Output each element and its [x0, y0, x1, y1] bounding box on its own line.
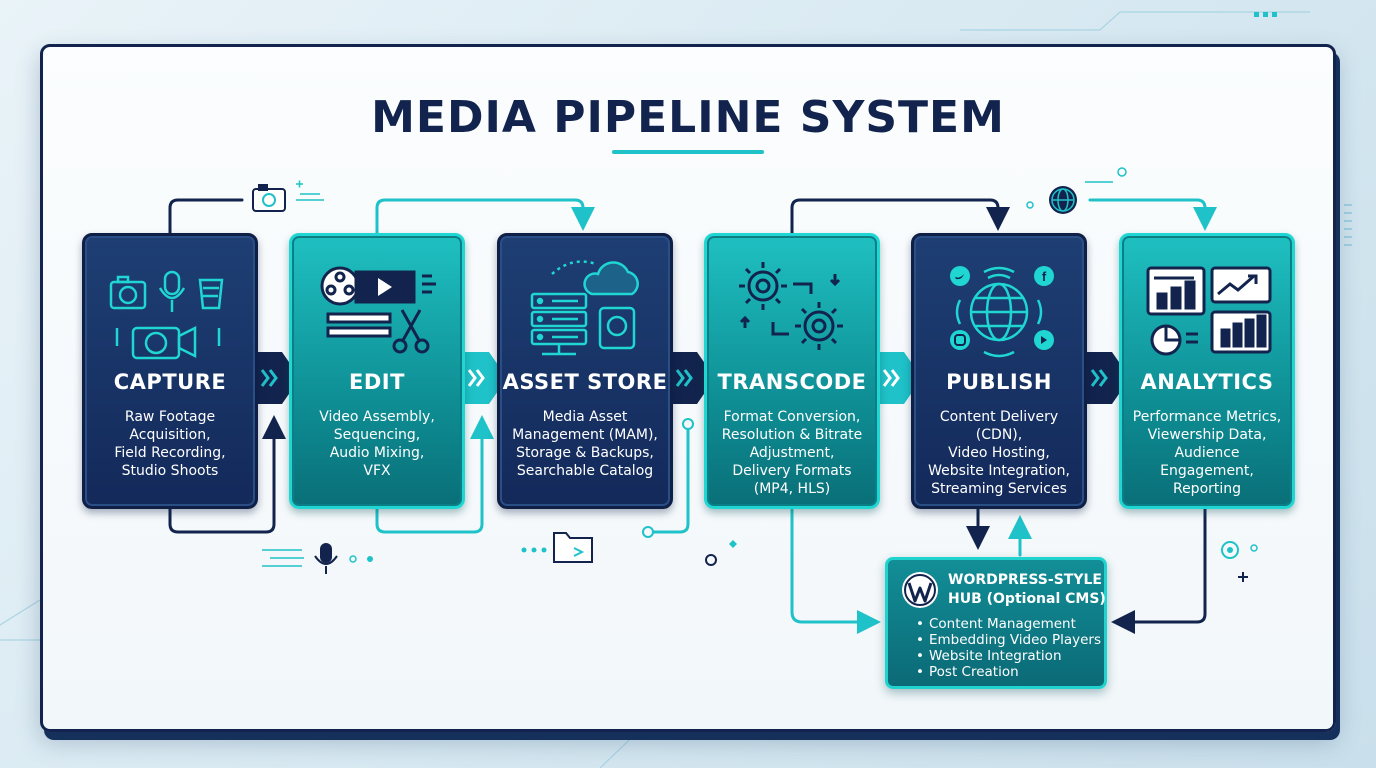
deco-microphone-icon — [314, 543, 338, 574]
stage-description: Video Assembly, Sequencing, Audio Mixing… — [319, 409, 435, 479]
svg-text:f: f — [1042, 269, 1047, 284]
connector-publish-analytics-top — [1088, 198, 1217, 231]
globe-social-broadcast-icon: f — [950, 266, 1054, 358]
wordpress-logo-icon — [902, 572, 938, 608]
connector-capture-top — [168, 198, 244, 235]
list-item: Post Creation — [916, 664, 1101, 680]
stage-card-publish[interactable]: f PUBLISH Content Delivery (CDN), Video … — [911, 233, 1087, 509]
charts-dashboard-icon — [1146, 266, 1272, 356]
connector-transcode-hub — [790, 507, 881, 634]
connector-edit-asset-bottom — [375, 415, 494, 534]
camera-microphone-lens-icon — [109, 270, 224, 360]
stage-title: TRANSCODE — [717, 370, 867, 394]
connector-transcode-publish-top — [790, 198, 1010, 235]
stage-card-asset-store[interactable]: ASSET STORE Media Asset Management (MAM)… — [497, 233, 673, 509]
film-reel-scissors-icon — [320, 266, 436, 354]
deco-camera-icon — [252, 184, 286, 212]
stage-arrow-2 — [463, 352, 507, 404]
list-item: Embedding Video Players — [916, 632, 1101, 648]
list-item: Content Management — [916, 616, 1101, 632]
stage-description: Performance Metrics, Viewership Data, Au… — [1132, 409, 1282, 497]
list-item: Website Integration — [916, 648, 1101, 664]
stage-title: CAPTURE — [113, 370, 227, 394]
stage-title: ASSET STORE — [502, 370, 668, 394]
stage-card-edit[interactable]: EDIT Video Assembly, Sequencing, Audio M… — [289, 233, 465, 509]
connector-analytics-hub — [1111, 507, 1207, 634]
stage-description: Raw Footage Acquisition, Field Recording… — [114, 409, 226, 479]
deco-target-icon — [1221, 541, 1239, 559]
stage-title: PUBLISH — [946, 370, 1052, 394]
connector-capture-edit-bottom — [168, 415, 286, 534]
connector-edit-asset-top — [375, 198, 595, 235]
stage-card-transcode[interactable]: TRANSCODE Format Conversion, Resolution … — [704, 233, 880, 509]
stage-description: Media Asset Management (MAM), Storage & … — [512, 409, 658, 479]
stage-title: ANALYTICS — [1140, 370, 1274, 394]
gears-conversion-icon — [739, 262, 843, 350]
stage-card-analytics[interactable]: ANALYTICS Performance Metrics, Viewershi… — [1119, 233, 1295, 509]
page-title: MEDIA PIPELINE SYSTEM — [371, 92, 1005, 143]
stage-description: Content Delivery (CDN), Video Hosting, W… — [928, 409, 1070, 497]
stage-title: EDIT — [349, 370, 405, 394]
stage-description: Format Conversion, Resolution & Bitrate … — [721, 409, 863, 497]
deco-globe-icon — [1049, 186, 1077, 214]
deco-folder-icon — [553, 532, 593, 563]
cloud-server-storage-icon — [530, 260, 639, 356]
stage-card-capture[interactable]: CAPTURE Raw Footage Acquisition, Field R… — [82, 233, 258, 509]
hub-title: WORDPRESS-STYLE HUB (Optional CMS) — [948, 572, 1106, 607]
hub-feature-list: Content Management Embedding Video Playe… — [916, 616, 1101, 680]
title-underline — [612, 150, 764, 154]
wordpress-hub-card[interactable]: WORDPRESS-STYLE HUB (Optional CMS) Conte… — [885, 557, 1107, 689]
